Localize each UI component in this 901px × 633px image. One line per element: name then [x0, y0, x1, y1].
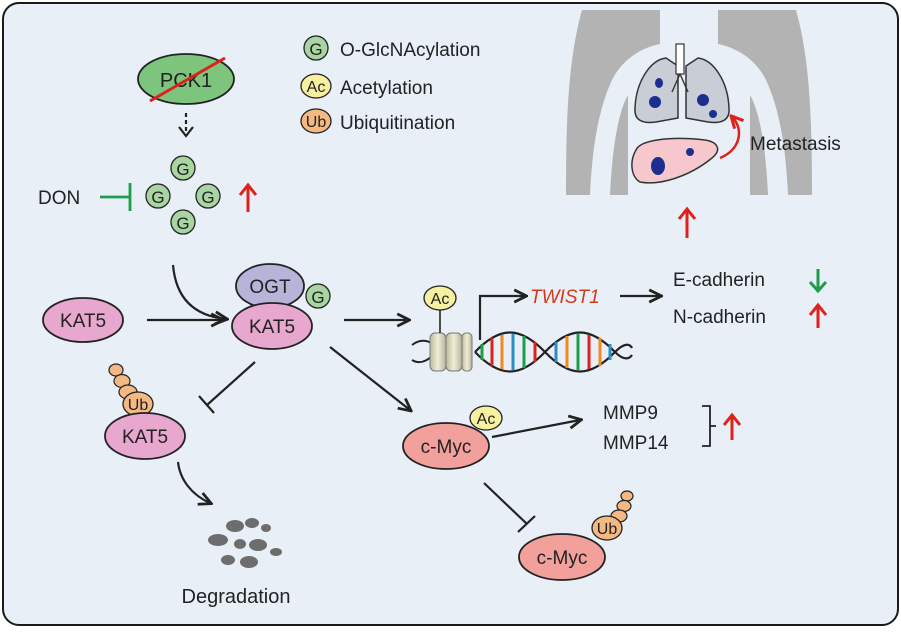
mmp-bracket: [702, 405, 716, 447]
body-right-shoulder: [718, 10, 812, 195]
mmp14-label: MMP14: [603, 433, 669, 454]
g-circle: G: [170, 155, 196, 181]
cmyc-ub-node: c-Myc: [518, 533, 606, 581]
don-inhibition: [100, 183, 132, 211]
up-arrow-n-cadherin: [808, 302, 828, 328]
svg-text:OGT: OGT: [249, 277, 291, 298]
metastasis-arrow: [719, 118, 739, 160]
svg-text:G: G: [151, 188, 164, 207]
g-circle: G: [170, 209, 196, 235]
svg-text:KAT5: KAT5: [122, 427, 168, 448]
body-left-shoulder: [566, 10, 660, 195]
svg-text:G: G: [201, 188, 214, 207]
up-arrow-metastasis: [677, 206, 697, 238]
ub-chain-cmyc: [610, 490, 634, 523]
legend-ac-label: Acetylation: [340, 78, 433, 99]
nucleosome: Ac: [411, 285, 473, 372]
body-left-arm-inner: [610, 95, 628, 195]
kat5-ub-node: KAT5: [104, 412, 186, 460]
legend-g-symbol: [303, 35, 329, 61]
svg-text:c-Myc: c-Myc: [537, 548, 588, 569]
liver-tumor: [686, 148, 694, 156]
cmyc-ub-badge: Ub: [591, 515, 623, 541]
legend-ub-text: Ub: [306, 114, 327, 131]
liver-tumor: [651, 157, 665, 175]
cmyc-ac-node: c-Myc: [402, 422, 490, 470]
g-circle: G: [145, 183, 171, 209]
svg-text:G: G: [176, 160, 189, 179]
kat5-inhibit-ub: [198, 361, 256, 414]
e-cadherin-label: E-cadherin: [673, 270, 765, 291]
bronchi: [671, 73, 689, 93]
pck1-knockout-line: [149, 56, 226, 103]
up-arrow-glcnac: [238, 182, 258, 212]
right-lung: [685, 57, 730, 124]
cmyc-ac-badge: Ac: [469, 405, 503, 431]
cmyc-to-mmp-arrow: [491, 420, 580, 439]
mmp9-label: MMP9: [603, 403, 658, 424]
body-illustration: [566, 10, 812, 195]
lung-tumor: [709, 110, 717, 118]
kat5-ub-badge: Ub: [122, 391, 154, 417]
kat5-left-node: KAT5: [42, 297, 124, 343]
legend-g-text: G: [309, 40, 322, 59]
histone-ac-text: Ac: [431, 291, 450, 308]
lung-tumor: [649, 96, 661, 108]
transcription-start-arrow: [478, 296, 525, 340]
histone-block: [461, 332, 473, 372]
kat5-g-badge: G: [305, 283, 331, 309]
glcnac-cluster: G G G G: [145, 155, 221, 235]
lung-tumor: [697, 94, 709, 106]
legend-glc-label: O-GlcNAcylation: [340, 40, 480, 61]
histone-block: [429, 332, 447, 372]
svg-text:Ub: Ub: [128, 397, 149, 414]
legend: G O-GlcNAcylation Ac Acetylation Ub Ubiq…: [300, 35, 480, 134]
dna-helix: [474, 331, 633, 373]
legend-ub-symbol: [300, 108, 332, 134]
svg-text:KAT5: KAT5: [249, 317, 295, 338]
left-lung: [634, 57, 679, 124]
twist1-label: TWIST1: [530, 287, 600, 308]
n-cadherin-label: N-cadherin: [673, 307, 766, 328]
legend-ub-label: Ubiquitination: [340, 113, 455, 134]
legend-ac-text: Ac: [307, 79, 326, 96]
ogt-node: OGT: [235, 263, 305, 309]
trachea: [675, 43, 685, 75]
svg-text:Ub: Ub: [597, 521, 618, 538]
down-arrow-e-cadherin: [808, 269, 828, 294]
pck1-down-arrow: [178, 113, 194, 138]
don-label: DON: [38, 188, 80, 209]
svg-text:c-Myc: c-Myc: [421, 437, 472, 458]
kat5-to-cmyc-arrow: [329, 346, 410, 410]
up-arrow-mmp: [722, 412, 742, 440]
kat5-to-degradation-arrow: [176, 461, 210, 503]
svg-text:G: G: [311, 288, 324, 307]
svg-text:G: G: [176, 214, 189, 233]
cmyc-inhibit-ub: [483, 482, 536, 533]
svg-text:Ac: Ac: [477, 411, 496, 428]
metastasis-label: Metastasis: [750, 134, 841, 155]
body-right-arm-inner: [750, 95, 768, 195]
kat5-center-node: KAT5: [231, 302, 313, 350]
degradation-label: Degradation: [182, 586, 291, 608]
degradation-fragments: [208, 518, 282, 568]
pck1-node: PCK1: [137, 53, 235, 105]
histone-ac-badge: [423, 285, 457, 311]
svg-text:KAT5: KAT5: [60, 311, 106, 332]
histone-block: [445, 332, 463, 372]
lung-tumor: [655, 78, 663, 88]
legend-ac-symbol: [300, 73, 332, 99]
g-circle: G: [195, 183, 221, 209]
